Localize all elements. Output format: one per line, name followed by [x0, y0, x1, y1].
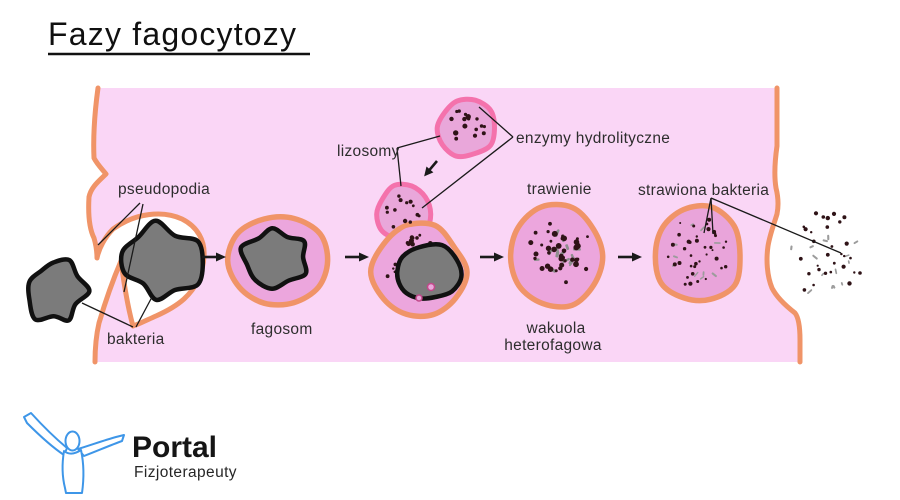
- digestive-vesicle-1: [426, 282, 436, 292]
- stage-arrow-2: [345, 252, 369, 262]
- logo-left-arm: [23, 412, 68, 456]
- vacuole-granules-dense: [533, 230, 581, 273]
- residual-vacuole: [652, 202, 743, 304]
- label-pseudopodia: pseudopodia: [118, 181, 210, 198]
- bacterium-in-phagosome: [238, 225, 309, 291]
- label-fagosom: fagosom: [251, 321, 313, 338]
- lysosome-merge-arrow: [424, 160, 438, 177]
- exocytosis-debris: [790, 211, 862, 294]
- label-enzymy-hydrolityczne: enzymy hydrolityczne: [516, 130, 670, 147]
- stage-1-engulfment: [26, 218, 206, 323]
- stage-arrow-3: [480, 252, 504, 262]
- logo-figure: [23, 412, 125, 494]
- stage-2-phagosome: [224, 214, 331, 308]
- pointer-lizosomy: [396, 135, 441, 187]
- bacterium-external: [26, 257, 92, 323]
- stage-4-digestion: [507, 201, 606, 310]
- label-heterofagowa: heterofagowa: [504, 337, 602, 354]
- lysosome-upper-granules: [449, 109, 486, 141]
- stage-arrow-1: [202, 252, 226, 262]
- debris-granules: [798, 211, 862, 292]
- pointer-strawiona: [703, 197, 842, 254]
- pointer-pseudopodia: [97, 202, 144, 293]
- label-bakteria: bakteria: [107, 331, 165, 348]
- bacterium-engulfed: [118, 218, 206, 303]
- page-title: Fazy fagocytozy: [48, 16, 310, 56]
- debris-fragments: [790, 234, 859, 294]
- lysosome-lower-granules: [385, 194, 421, 229]
- digestive-vesicle-2: [415, 294, 423, 302]
- logo-right-arm: [77, 434, 125, 457]
- pointer-enzymy: [421, 106, 514, 209]
- logo-head: [64, 430, 81, 452]
- stage-3-lysosome-fusion: [367, 96, 498, 320]
- cell-membrane-right: [764, 85, 803, 365]
- logo-title: Portal: [132, 431, 217, 464]
- logo: Portal Fizjoterapeuty: [23, 412, 237, 494]
- label-lizosomy: lizosomy: [337, 143, 400, 160]
- cell-membrane-left: [86, 85, 207, 365]
- pointer-bakteria: [81, 296, 153, 328]
- title-text: Fazy fagocytozy: [48, 16, 297, 52]
- logo-torso: [61, 449, 85, 494]
- stage-5-digested: [652, 202, 743, 304]
- label-trawienie: trawienie: [527, 181, 592, 198]
- stage-arrow-4: [618, 252, 642, 262]
- bacterium-in-phagolysosome: [394, 242, 464, 301]
- logo-subtitle: Fizjoterapeuty: [134, 464, 237, 481]
- label-strawiona-bakteria: strawiona bakteria: [638, 182, 769, 199]
- label-wakuola: wakuola: [526, 320, 586, 337]
